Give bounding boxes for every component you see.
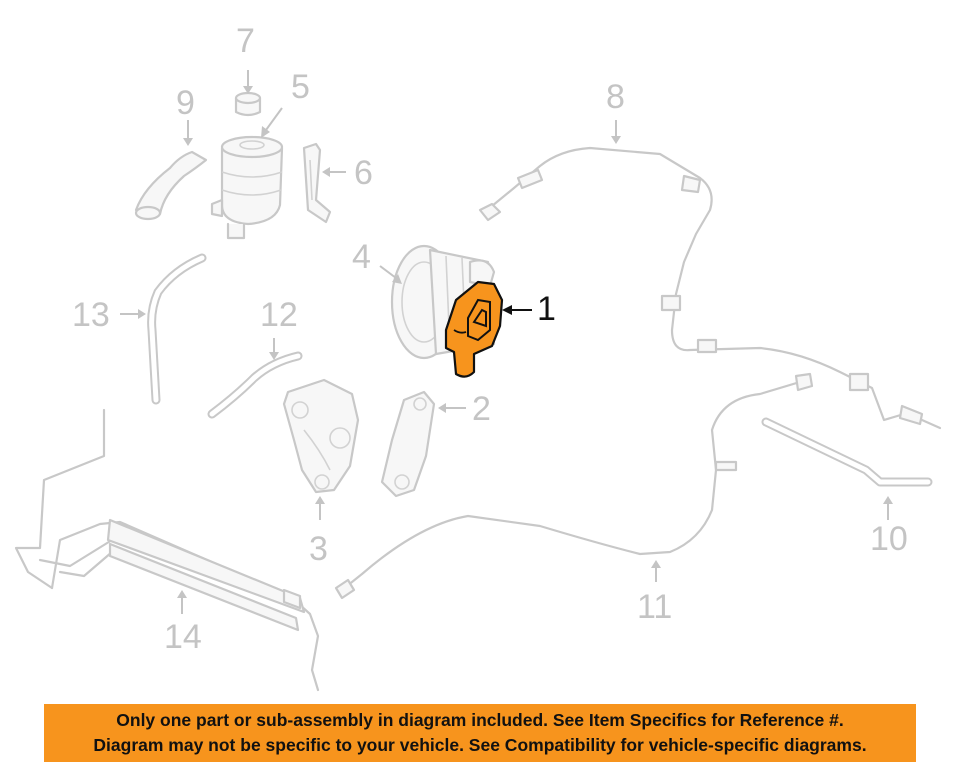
callout-9: 9 <box>176 84 195 122</box>
callout-8: 8 <box>606 78 625 116</box>
callout-7: 7 <box>236 22 255 60</box>
callout-6: 6 <box>354 154 373 192</box>
callout-1: 1 <box>537 290 556 328</box>
part-5-reservoir <box>210 135 284 240</box>
part-12-hose <box>207 351 303 419</box>
part-14-cooler-lines <box>14 408 320 692</box>
part-1-highlighted <box>444 280 504 378</box>
callout-12: 12 <box>260 296 298 334</box>
disclaimer-line-1: Only one part or sub-assembly in diagram… <box>116 710 844 730</box>
callout-11: 11 <box>637 588 672 626</box>
callout-labels: 1 2 3 4 5 6 7 8 9 10 11 12 13 14 <box>72 22 908 656</box>
part-13-hose <box>147 253 207 405</box>
callout-4: 4 <box>352 238 371 276</box>
part-2-bracket <box>380 390 436 498</box>
part-6-bracket <box>302 142 332 224</box>
disclaimer-line-2: Diagram may not be specific to your vehi… <box>93 735 867 755</box>
part-8-pressure-line <box>478 146 942 430</box>
part-10-hose <box>761 417 933 487</box>
disclaimer-banner: Only one part or sub-assembly in diagram… <box>44 704 916 762</box>
part-11-return-line <box>334 372 814 600</box>
parts-diagram: 1 2 3 4 5 6 7 8 9 10 11 12 13 14 <box>14 22 942 692</box>
callout-5: 5 <box>291 68 310 106</box>
part-9-hose <box>134 150 208 221</box>
callout-10: 10 <box>870 520 908 558</box>
callout-14: 14 <box>164 618 202 656</box>
callout-3: 3 <box>309 530 328 568</box>
callout-13: 13 <box>72 296 110 334</box>
part-3-mount-bracket <box>282 378 360 494</box>
callout-arrows <box>120 70 893 614</box>
callout-2: 2 <box>472 390 491 428</box>
part-7-reservoir-cap <box>234 91 262 117</box>
